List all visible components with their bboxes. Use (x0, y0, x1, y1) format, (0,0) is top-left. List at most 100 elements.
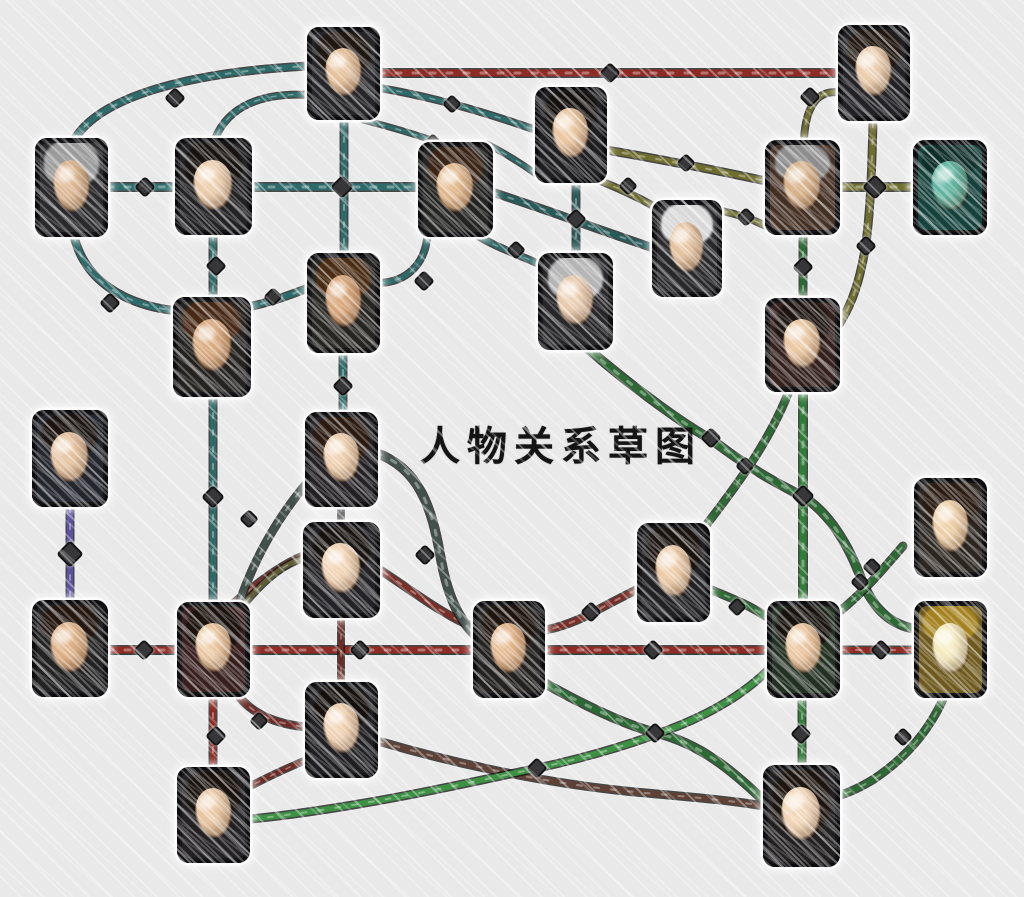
portrait-card-p23-golden-tinted-photo[interactable] (914, 601, 987, 698)
junction-diamond-node (527, 758, 547, 778)
junction-diamond-node (645, 723, 665, 743)
portrait-card-p25-woman-dark-hair[interactable] (177, 767, 250, 863)
junction-diamond-node (793, 257, 813, 277)
diagram-title: 人物关系草图 (420, 425, 702, 469)
portrait-photo (178, 302, 246, 392)
portrait-photo (37, 415, 103, 502)
portrait-card-p5-man-brown-hair[interactable] (418, 142, 493, 237)
junction-diamond-node (331, 176, 353, 198)
junction-diamond-node (600, 63, 620, 83)
portrait-photo (312, 258, 375, 348)
portrait-card-p9-elderly-white-hair[interactable] (652, 200, 722, 297)
portrait-card-p18-person-warm-light[interactable] (914, 478, 987, 577)
junction-diamond-node (206, 256, 226, 276)
junction-diamond-node (791, 724, 811, 744)
portrait-card-p20-woman-red-tinted-photo[interactable] (177, 602, 250, 697)
portrait-card-p24-man-pale-dark-hair[interactable] (305, 682, 378, 778)
junction-diamond-node (737, 208, 755, 226)
portrait-card-p22-person-green-tinted-photo[interactable] (767, 601, 840, 698)
junction-diamond-node (507, 241, 525, 259)
portrait-photo (180, 143, 247, 230)
portrait-photo (310, 417, 373, 502)
edge-p1-p4 (211, 90, 314, 143)
junction-diamond-node (701, 428, 721, 448)
portrait-card-p1-man-dark-hair-top[interactable] (307, 27, 380, 120)
junction-diamond-node (871, 640, 891, 660)
portrait-card-p19-man-tan-face[interactable] (32, 600, 108, 697)
portrait-card-p4-woman-dark-hair[interactable] (175, 138, 252, 235)
portrait-card-p6-man-black-hair[interactable] (535, 87, 607, 183)
portrait-photo (843, 30, 905, 116)
junction-diamond-node (57, 541, 83, 567)
junction-diamond-node (134, 640, 154, 660)
junction-diamond-node (206, 726, 226, 746)
junction-diamond-node (240, 510, 258, 528)
edge-p5-p6 (483, 140, 540, 178)
portrait-card-p26-woman-long-dark-hair[interactable] (763, 765, 840, 867)
junction-diamond-node (856, 236, 876, 256)
edge-p25-p22-bright-green (246, 665, 773, 824)
portrait-photo (540, 92, 602, 178)
portrait-photo (310, 687, 373, 773)
portrait-card-p16-woman-dark-hair-pale[interactable] (303, 522, 380, 618)
edge-p20-p24 (233, 690, 311, 732)
portrait-card-p15-woman-dark-brown-hair[interactable] (305, 412, 378, 507)
portrait-photo (919, 606, 982, 693)
junction-diamond-node (894, 728, 912, 746)
portrait-card-p21-person-tan-dark-hair[interactable] (473, 601, 545, 698)
portrait-card-p14-man-dark-hair-blue-shirt[interactable] (32, 410, 108, 507)
portrait-photo (543, 258, 608, 345)
edge-p23-p26-green (836, 692, 949, 800)
junction-diamond-node (581, 602, 601, 622)
portrait-photo (919, 483, 982, 572)
junction-diamond-node (414, 271, 434, 291)
portrait-photo (40, 143, 103, 232)
junction-diamond-node (350, 640, 370, 660)
portrait-card-p12-woman-dark-hair-red-photo[interactable] (765, 298, 840, 392)
junction-diamond-node (792, 485, 814, 507)
edge-p10-p5-arc (375, 235, 431, 287)
portrait-photo (657, 205, 717, 292)
junction-diamond-node (863, 175, 887, 199)
portrait-photo (772, 606, 835, 693)
portrait-card-p10-man-brown-hair-tan[interactable] (307, 253, 380, 353)
junction-diamond-node (851, 573, 869, 591)
portrait-card-p2-man-dark-hair-top-right[interactable] (838, 25, 910, 121)
edge-p24-p25 (245, 756, 310, 791)
edge-p6-p7-olive (601, 145, 771, 186)
junction-diamond-node (100, 293, 120, 313)
junction-diamond-node (800, 87, 820, 107)
edge-p12-p17-green (702, 386, 794, 529)
junction-diamond-node (736, 457, 754, 475)
portrait-photo (918, 145, 982, 230)
edge-p15-p21-slate (371, 448, 479, 639)
edge-p24-p26-brown (373, 736, 769, 811)
portrait-card-p8-teal-tinted-photo[interactable] (913, 140, 987, 235)
portrait-photo (308, 527, 375, 613)
portrait-card-p13-man-brown-hair-tan[interactable] (173, 297, 251, 397)
junction-diamond-node (165, 88, 185, 108)
portrait-photo (312, 32, 375, 115)
portrait-photo (642, 528, 705, 617)
portrait-photo (478, 606, 540, 693)
junction-diamond-node (863, 558, 881, 576)
edge-p20-p16-olive (242, 554, 308, 606)
edge-p20-p15-slate (235, 479, 311, 606)
junction-diamond-node (728, 598, 746, 616)
junction-diamond-node (264, 288, 282, 306)
junction-diamond-node (643, 640, 663, 660)
portrait-photo (182, 772, 245, 858)
portrait-card-p11-grey-hair-person[interactable] (538, 253, 613, 350)
junction-diamond-node (135, 177, 155, 197)
edge-p3-p1-arc (69, 61, 314, 145)
portrait-photo (768, 770, 835, 862)
portrait-photo (423, 147, 488, 232)
edge-p22-p18-green (834, 541, 908, 617)
junction-diamond-node (566, 209, 586, 229)
portrait-card-p3-elderly-grey-hair-man[interactable] (35, 138, 108, 237)
portrait-card-p17-woman-dark-hair[interactable] (637, 523, 710, 622)
edge-junction-nodes-group (57, 63, 912, 778)
portrait-card-p7-elderly-grey-hair-brown-photo[interactable] (765, 140, 840, 235)
